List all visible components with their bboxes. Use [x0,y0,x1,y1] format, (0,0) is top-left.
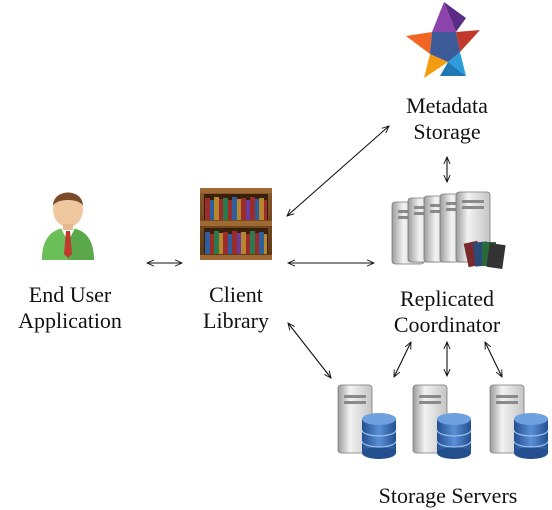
client-library-line2: Library [203,308,269,333]
bookshelf-icon [200,188,272,260]
metadata-storage-line1: Metadata [406,93,488,118]
metadata-storage-line2: Storage [413,119,481,144]
end-user-line1: End User [28,282,112,307]
end-user-line2: Application [18,308,122,333]
database-server-icon [412,384,472,459]
database-server-icon [337,384,397,459]
arrow-client-metadata [287,126,389,216]
client-library-line1: Client [209,282,263,307]
star-logo-icon [406,2,480,78]
metadata-storage-label: Metadata Storage [372,93,522,145]
replicated-coordinator-line1: Replicated [399,286,495,311]
user-person-icon [42,192,94,260]
storage-servers-label: Storage Servers [356,483,540,509]
arrow-client-storage [288,323,331,378]
end-user-application-label: End User Application [0,282,140,334]
database-server-icon [489,384,549,459]
arrow-coordinator-storage-right [485,342,502,377]
replicated-coordinator-label: Replicated Coordinator [372,286,522,338]
arrow-coordinator-storage-left [394,342,411,377]
storage-servers-line1: Storage Servers [378,483,518,508]
server-cluster-icon [391,191,506,269]
client-library-label: Client Library [176,282,296,334]
replicated-coordinator-line2: Coordinator [393,312,501,337]
